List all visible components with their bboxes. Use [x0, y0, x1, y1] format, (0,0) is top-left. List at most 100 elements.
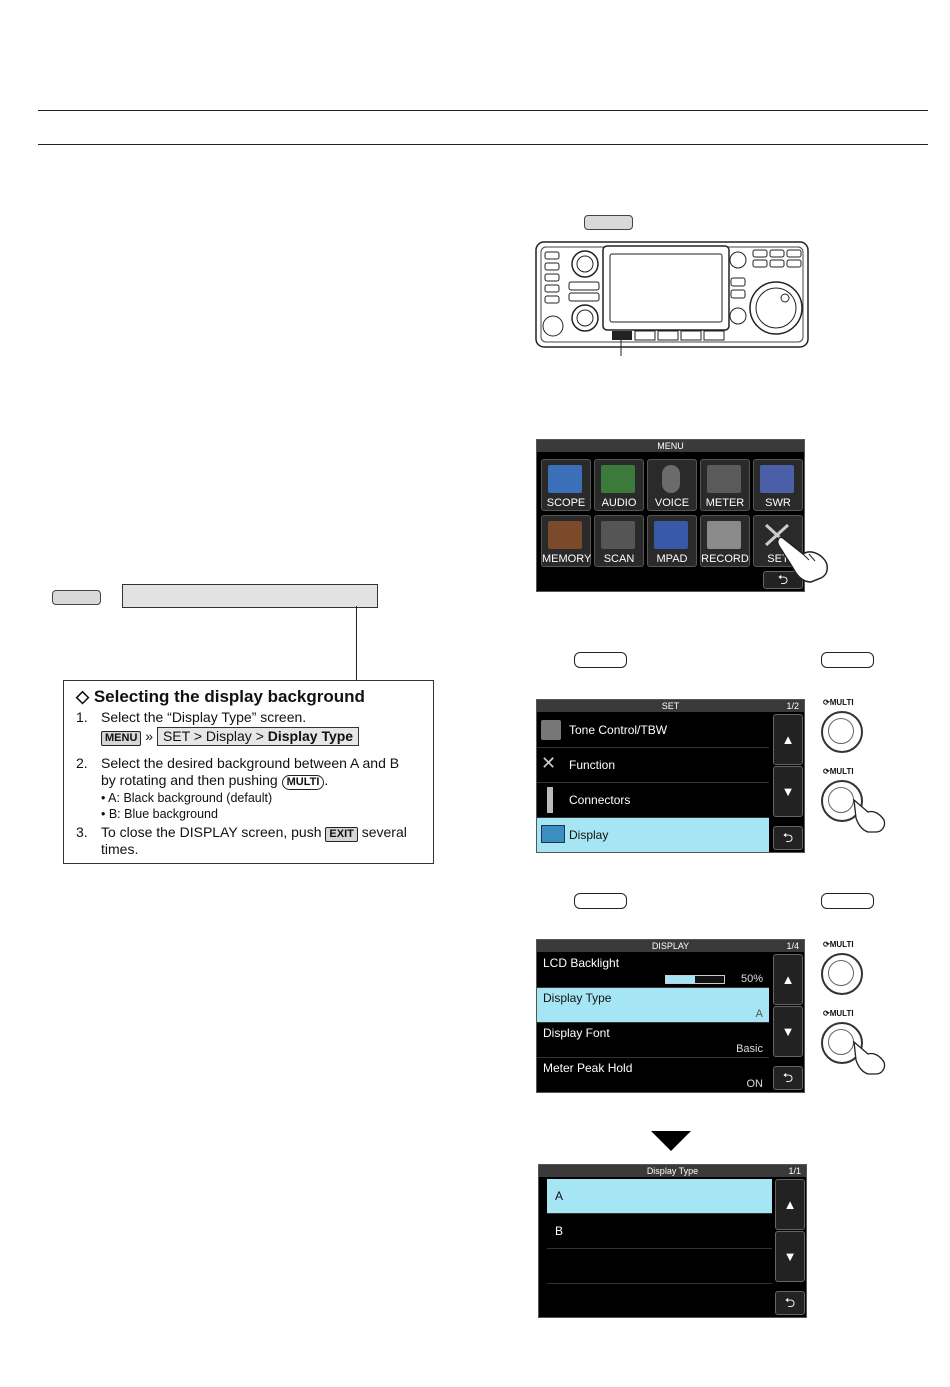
step1-text: Select the “Display Type” screen. — [101, 709, 307, 725]
back-icon: ⮌ — [782, 830, 794, 845]
tools-icon — [760, 521, 794, 549]
step2-number: 2. — [76, 755, 88, 771]
menu-key-label: MENU — [101, 731, 142, 746]
monitor-icon — [541, 825, 565, 843]
step1-path: MENU » SET > Display > Display Type — [101, 727, 360, 746]
step3-line2: times. — [101, 841, 139, 857]
finger-tap-icon — [777, 536, 828, 583]
cassette-icon — [707, 521, 741, 549]
display-type-option-a[interactable]: A — [547, 1179, 772, 1214]
key-outline-right-1 — [821, 652, 874, 668]
display-down-button[interactable]: ▼ — [773, 1006, 803, 1057]
key-outline-right-2 — [821, 893, 874, 909]
scope-icon — [548, 465, 582, 493]
menu-key-graphic — [52, 590, 101, 605]
display-type-screen-page: 1/1 — [788, 1166, 801, 1176]
key-outline-left-1 — [574, 652, 627, 668]
set-down-button[interactable]: ▼ — [773, 766, 803, 817]
set-screen-title: SET — [537, 700, 804, 712]
multi-knob-label-4: ⟳MULTI — [823, 1009, 854, 1018]
type-down-button[interactable]: ▼ — [775, 1231, 805, 1282]
display-item-display-type[interactable]: Display Type A — [537, 988, 769, 1023]
radio-transceiver-illustration — [535, 241, 809, 356]
notepad-icon — [654, 521, 688, 549]
up-arrow-icon: ▲ — [781, 732, 795, 747]
microphone-icon — [662, 465, 680, 493]
menu-tile-voice[interactable]: VOICE — [647, 459, 697, 511]
swr-icon — [760, 465, 794, 493]
set-back-button[interactable]: ⮌ — [773, 826, 803, 850]
backlight-level-fill — [666, 976, 695, 983]
connector-plug-icon — [547, 787, 553, 813]
diamond-icon: ◇ — [76, 687, 90, 706]
menu-tile-scope[interactable]: SCOPE — [541, 459, 591, 511]
menu-tile-record[interactable]: RECORD — [700, 515, 750, 567]
step2-line2: by rotating and then pushing MULTI. — [101, 772, 329, 790]
binoculars-icon — [601, 521, 635, 549]
option-a-text: • A: Black background (default) — [101, 791, 273, 805]
tools-icon: ✕ — [541, 753, 557, 773]
multi-knob-rotate-1[interactable] — [821, 711, 863, 753]
finger-push-icon — [853, 1040, 886, 1075]
instruction-box: ◇ Selecting the display background 1. Se… — [63, 680, 434, 864]
down-triangle-icon — [651, 1131, 691, 1151]
display-up-button[interactable]: ▲ — [773, 954, 803, 1005]
display-item-lcd-backlight[interactable]: LCD Backlight 50% — [537, 953, 769, 988]
display-screen: DISPLAY 1/4 LCD Backlight 50% Display Ty… — [536, 939, 805, 1093]
menu-tile-audio[interactable]: AUDIO — [594, 459, 644, 511]
finger-push-icon — [853, 798, 886, 833]
connector-line — [356, 606, 357, 724]
set-screen: SET 1/2 Tone Control/TBW ✕ Function Conn… — [536, 699, 805, 853]
down-arrow-icon: ▼ — [783, 1249, 797, 1264]
down-arrow-icon: ▼ — [781, 784, 795, 799]
menu-key-graphic-top — [584, 215, 633, 230]
audio-icon — [601, 465, 635, 493]
menu-tile-meter[interactable]: METER — [700, 459, 750, 511]
set-item-function[interactable]: ✕ Function — [537, 748, 769, 783]
display-type-option-b[interactable]: B — [547, 1214, 772, 1249]
display-item-meter-peak-hold[interactable]: Meter Peak Hold ON — [543, 1061, 763, 1090]
back-icon: ⮌ — [784, 1295, 796, 1310]
meter-icon — [707, 465, 741, 493]
display-type-empty-row — [547, 1249, 772, 1284]
multi-knob-label-3: ⟳MULTI — [823, 940, 854, 949]
header-rule-bottom — [38, 144, 928, 145]
display-screen-title: DISPLAY — [537, 940, 804, 952]
path-bar — [122, 584, 378, 608]
menu-tile-swr[interactable]: SWR — [753, 459, 803, 511]
header-rule-top — [38, 110, 928, 111]
step3-line1: To close the DISPLAY screen, push EXIT s… — [101, 824, 407, 842]
back-icon: ⮌ — [782, 1070, 794, 1085]
section-title: ◇ Selecting the display background — [76, 687, 365, 706]
menu-tile-memory[interactable]: MEMORY — [541, 515, 591, 567]
down-arrow-icon: ▼ — [781, 1024, 795, 1039]
menu-tile-scan[interactable]: SCAN — [594, 515, 644, 567]
memory-book-icon — [548, 521, 582, 549]
step1-number: 1. — [76, 709, 88, 725]
set-item-tone-control[interactable]: Tone Control/TBW — [537, 713, 769, 748]
menu-tile-mpad[interactable]: MPAD — [647, 515, 697, 567]
display-item-display-font[interactable]: Display Font Basic — [537, 1023, 769, 1058]
display-screen-page: 1/4 — [786, 941, 799, 951]
type-up-button[interactable]: ▲ — [775, 1179, 805, 1230]
menu-back-button[interactable]: ⮌ — [763, 571, 803, 589]
multi-knob-label-2: ⟳MULTI — [823, 767, 854, 776]
set-item-connectors[interactable]: Connectors — [537, 783, 769, 818]
display-type-screen: Display Type 1/1 A B ▲ ▼ ⮌ — [538, 1164, 807, 1318]
back-icon: ⮌ — [777, 572, 789, 587]
type-back-button[interactable]: ⮌ — [775, 1291, 805, 1315]
display-back-button[interactable]: ⮌ — [773, 1066, 803, 1090]
path-inline: SET > Display > Display Type — [156, 727, 360, 746]
step2-line1: Select the desired background between A … — [101, 755, 400, 771]
menu-screen: MENU SCOPE AUDIO VOICE METER SWR MEMORY … — [536, 439, 805, 592]
step3-number: 3. — [76, 824, 88, 840]
up-arrow-icon: ▲ — [781, 972, 795, 987]
speaker-sliders-icon — [541, 720, 561, 740]
set-up-button[interactable]: ▲ — [773, 714, 803, 765]
multi-knob-label-1: ⟳MULTI — [823, 698, 854, 707]
option-b-text: • B: Blue background — [101, 807, 218, 821]
up-arrow-icon: ▲ — [783, 1197, 797, 1212]
set-item-display[interactable]: Display — [537, 818, 769, 852]
multi-knob-rotate-2[interactable] — [821, 953, 863, 995]
exit-key-label: EXIT — [325, 827, 358, 842]
